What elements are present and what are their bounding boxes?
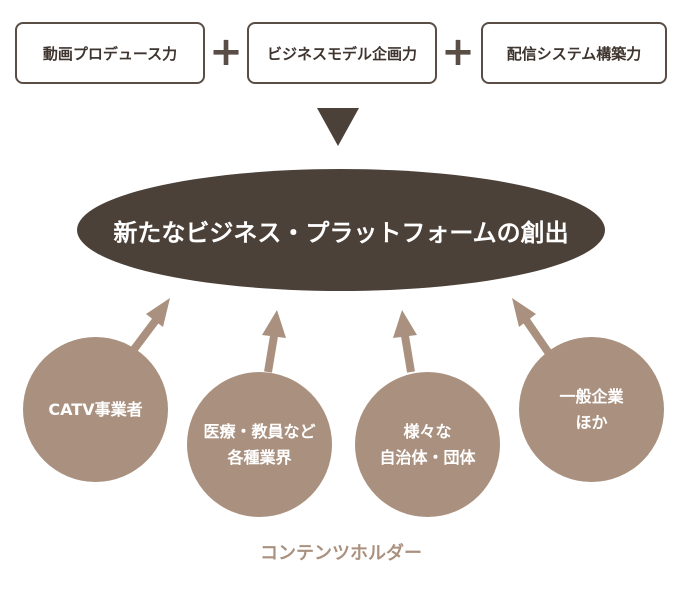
- arrow-municipal: [393, 310, 417, 373]
- content-holder-label: コンテンツホルダー: [260, 543, 422, 564]
- arrow-enterprise: [512, 298, 552, 355]
- arrow-medical: [262, 310, 286, 373]
- holder-label-line: 一般企業: [559, 386, 624, 406]
- platform-ellipse: 新たなビジネス・プラットフォームの創出: [77, 169, 605, 291]
- capability-label: 動画プロデュース力: [42, 44, 178, 63]
- holder-label-line: 各種業界: [227, 447, 292, 467]
- down-arrow-icon: [317, 108, 359, 146]
- holder-circle-catv: CATV事業者: [23, 337, 168, 482]
- capability-box-business-model: ビジネスモデル企画力: [247, 22, 437, 84]
- holder-label-line: ほか: [575, 412, 608, 432]
- platform-label: 新たなビジネス・プラットフォームの創出: [113, 218, 569, 247]
- capability-box-video-production: 動画プロデュース力: [15, 22, 205, 84]
- holder-circle-municipal: 様々な 自治体・団体: [355, 372, 500, 517]
- holder-label-line: 医療・教員など: [203, 421, 316, 441]
- holder-label-line: 自治体・団体: [379, 447, 476, 467]
- holder-label-line: CATV事業者: [48, 399, 143, 419]
- capability-label: ビジネスモデル企画力: [266, 44, 417, 63]
- holder-circle-enterprise: 一般企業 ほか: [519, 337, 664, 482]
- arrow-catv: [128, 298, 170, 355]
- capability-label: 配信システム構築力: [506, 44, 642, 63]
- holder-circle-medical-education: 医療・教員など 各種業界: [187, 372, 332, 517]
- holder-label-line: 様々な: [403, 421, 452, 441]
- plus-icon: +: [209, 29, 243, 75]
- capability-box-distribution-system: 配信システム構築力: [481, 22, 667, 84]
- plus-icon: +: [441, 29, 475, 75]
